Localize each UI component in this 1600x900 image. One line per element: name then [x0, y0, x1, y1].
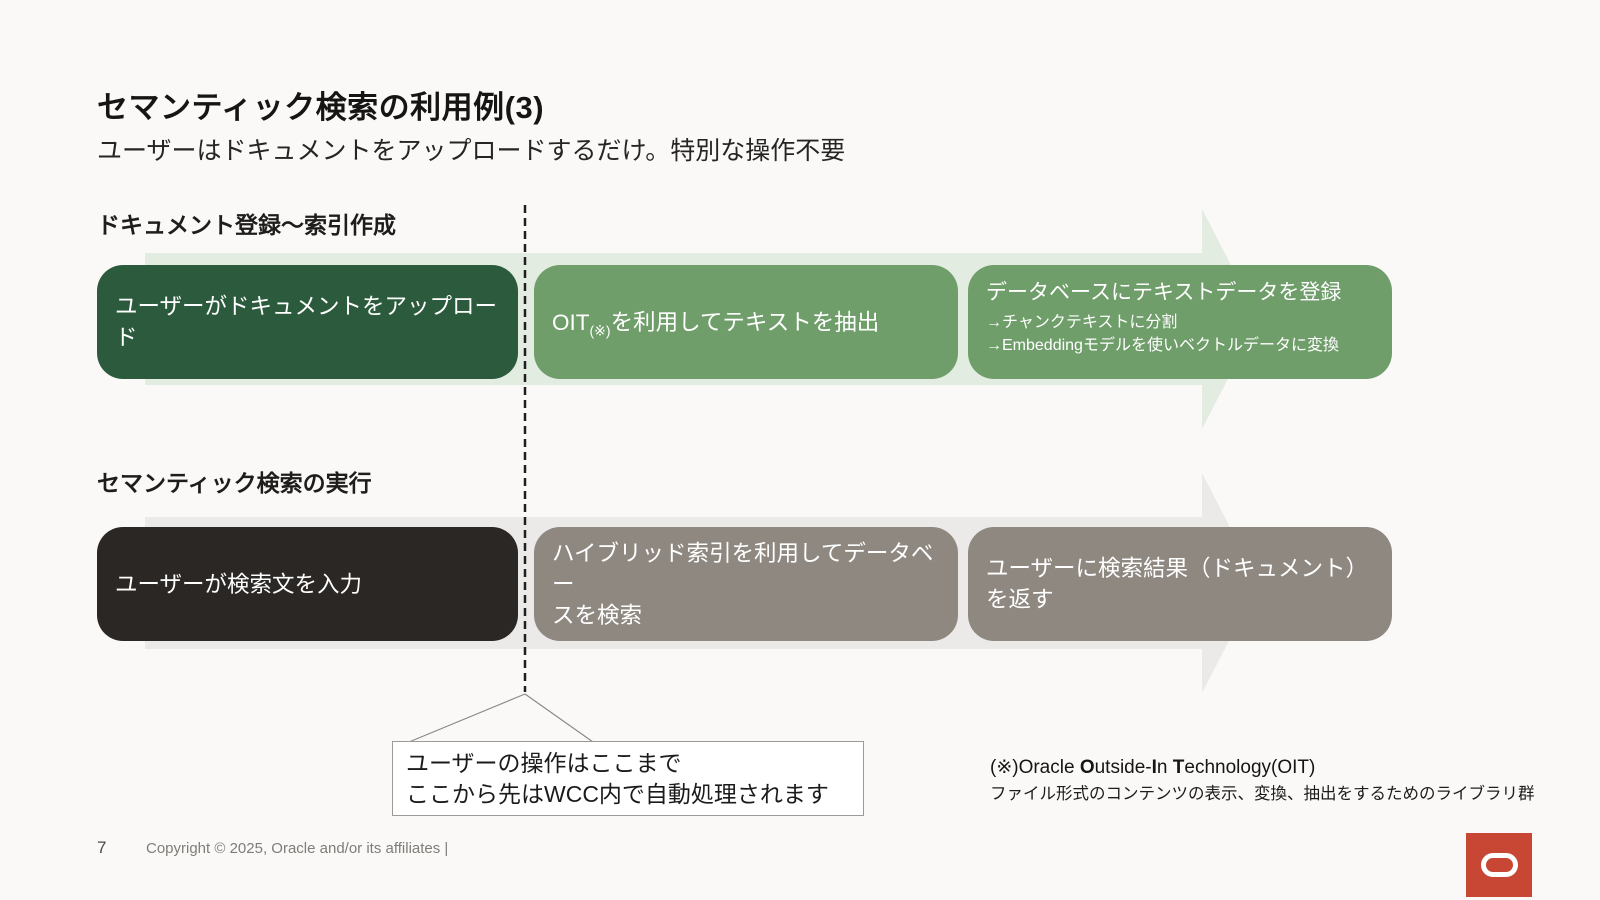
step-register-text-data: データベースにテキストデータを登録 →チャンクテキストに分割 →Embeddin…	[968, 265, 1392, 379]
section-heading-semantic-search: セマンティック検索の実行	[97, 470, 372, 496]
oit-footnote-title: (※)Oracle Outside-In Technology(OIT)	[990, 757, 1316, 778]
step-hybrid-index-search-label: ハイブリッド索引を利用してデータベースを検索	[552, 540, 934, 628]
step-hybrid-index-search: ハイブリッド索引を利用してデータベースを検索	[534, 527, 958, 641]
page-title: セマンティック検索の利用例(3)	[97, 90, 545, 125]
page-subtitle: ユーザーはドキュメントをアップロードするだけ。特別な操作不要	[97, 137, 846, 165]
step-upload-document-label: ユーザーがドキュメントをアップロード	[115, 294, 498, 350]
step-upload-document: ユーザーがドキュメントをアップロード	[97, 265, 518, 379]
step-oit-extract-text: OIT(※)を利用してテキストを抽出	[534, 265, 958, 379]
step-enter-search-text-label: ユーザーが検索文を入力	[115, 571, 363, 597]
step-register-detail-chunk: →チャンクテキストに分割	[986, 314, 1178, 331]
step-return-search-results-label: ユーザーに検索結果（ドキュメント）を返す	[986, 556, 1369, 612]
user-operation-callout: ユーザーの操作はここまで ここから先はWCC内で自動処理されます	[392, 741, 864, 816]
callout-line-2: ここから先はWCC内で自動処理されます	[406, 781, 829, 807]
step-return-search-results: ユーザーに検索結果（ドキュメント）を返す	[968, 527, 1392, 641]
step-enter-search-text: ユーザーが検索文を入力	[97, 527, 518, 641]
step-register-text-data-title: データベースにテキストデータを登録	[986, 281, 1342, 304]
callout-line-1: ユーザーの操作はここまで	[406, 750, 682, 776]
section-heading-index-creation: ドキュメント登録～索引作成	[97, 212, 396, 238]
oracle-logo-o-icon	[1480, 853, 1518, 877]
oit-footnote-marker: (※)	[589, 322, 611, 338]
oit-footnote-description: ファイル形式のコンテンツの表示、変換、抽出をするためのライブラリ群	[990, 785, 1535, 803]
step-register-detail-embedding: →Embeddingモデルを使いベクトルデータに変換	[986, 337, 1339, 354]
page-number: 7	[97, 838, 107, 857]
step-oit-extract-text-label: OIT(※)を利用してテキストを抽出	[552, 309, 880, 338]
oracle-logo	[1466, 833, 1532, 897]
copyright-notice: Copyright © 2025, Oracle and/or its affi…	[146, 840, 449, 857]
